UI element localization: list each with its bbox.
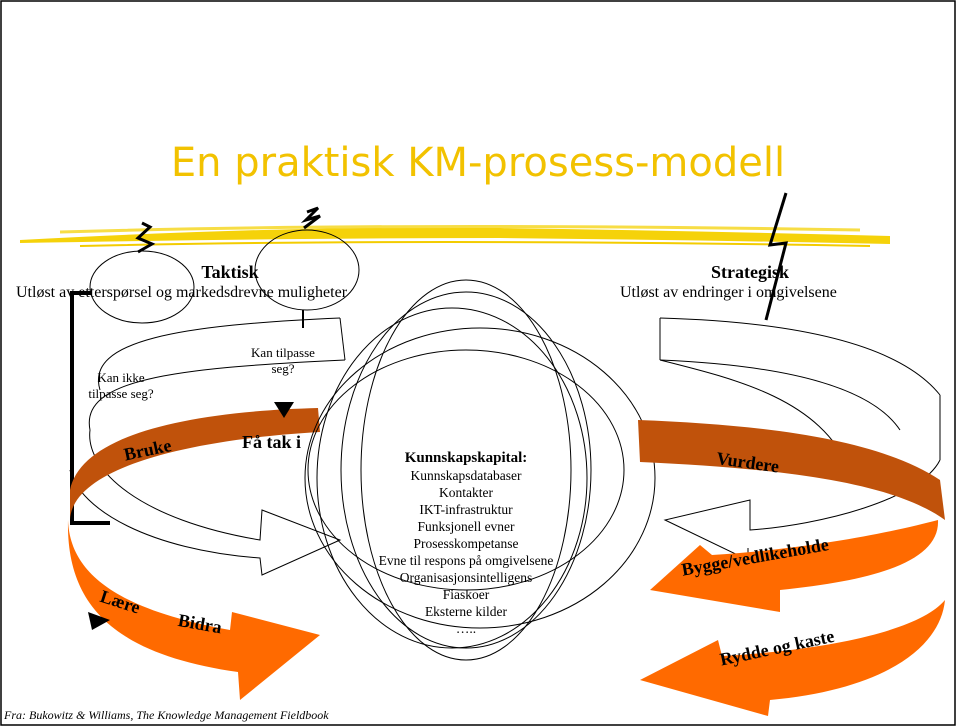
learn-arrow-band bbox=[67, 520, 320, 700]
lightning-bolt-icon bbox=[135, 221, 156, 254]
tactical-subtitle: Utløst av etterspørsel og markedsdrevne … bbox=[16, 284, 348, 301]
knowledge-capital-list: Kunnskapskapital: Kunnskapsdatabaser Kon… bbox=[336, 450, 596, 637]
assess-arrow-band bbox=[638, 420, 945, 520]
lightning-bolt-icon bbox=[300, 206, 321, 230]
use-arrow-band bbox=[70, 408, 320, 520]
slide-title: En praktisk KM-prosess-modell bbox=[170, 140, 786, 186]
strategic-subtitle: Utløst av endringer i omgivelsene bbox=[620, 284, 837, 301]
knowledge-capital-item: Kunnskapsdatabaser bbox=[410, 468, 522, 483]
knowledge-capital-item: Kontakter bbox=[439, 485, 493, 500]
cannot-adapt-label: Kan ikke tilpasse seg? bbox=[88, 370, 154, 401]
knowledge-capital-item: Organisasjonsintelligens bbox=[399, 570, 533, 585]
triangle-marker-icon bbox=[88, 612, 110, 630]
knowledge-capital-item: ….. bbox=[455, 621, 477, 636]
build-arrow-band bbox=[650, 520, 939, 612]
step-get: Få tak i bbox=[242, 432, 302, 452]
can-adapt-label: Kan tilpasse seg? bbox=[251, 345, 315, 376]
trigger-ellipse bbox=[89, 250, 195, 324]
title-underline-brush bbox=[20, 224, 890, 247]
triangle-marker-icon bbox=[274, 402, 294, 418]
strategic-heading: Strategisk bbox=[711, 262, 789, 282]
knowledge-capital-heading: Kunnskapskapital: bbox=[404, 450, 528, 466]
knowledge-capital-item: Prosesskompetanse bbox=[413, 536, 519, 551]
tactical-heading: Taktisk bbox=[201, 262, 259, 282]
knowledge-capital-item: Evne til respons på omgivelsene bbox=[378, 553, 554, 568]
tactical-bracket bbox=[70, 291, 110, 525]
knowledge-capital-item: IKT-infrastruktur bbox=[419, 502, 513, 517]
divest-arrow-band bbox=[640, 600, 945, 716]
knowledge-capital-item: Funksjonell evner bbox=[417, 519, 515, 534]
knowledge-capital-item: Fiaskoer bbox=[442, 587, 490, 602]
knowledge-capital-item: Eksterne kilder bbox=[424, 604, 508, 619]
source-citation: Fra: Bukowitz & Williams, The Knowledge … bbox=[4, 708, 329, 722]
trigger-ellipse bbox=[254, 229, 360, 311]
knowledge-capital-venn bbox=[304, 279, 656, 661]
lightning-bolt-icon bbox=[764, 192, 789, 321]
